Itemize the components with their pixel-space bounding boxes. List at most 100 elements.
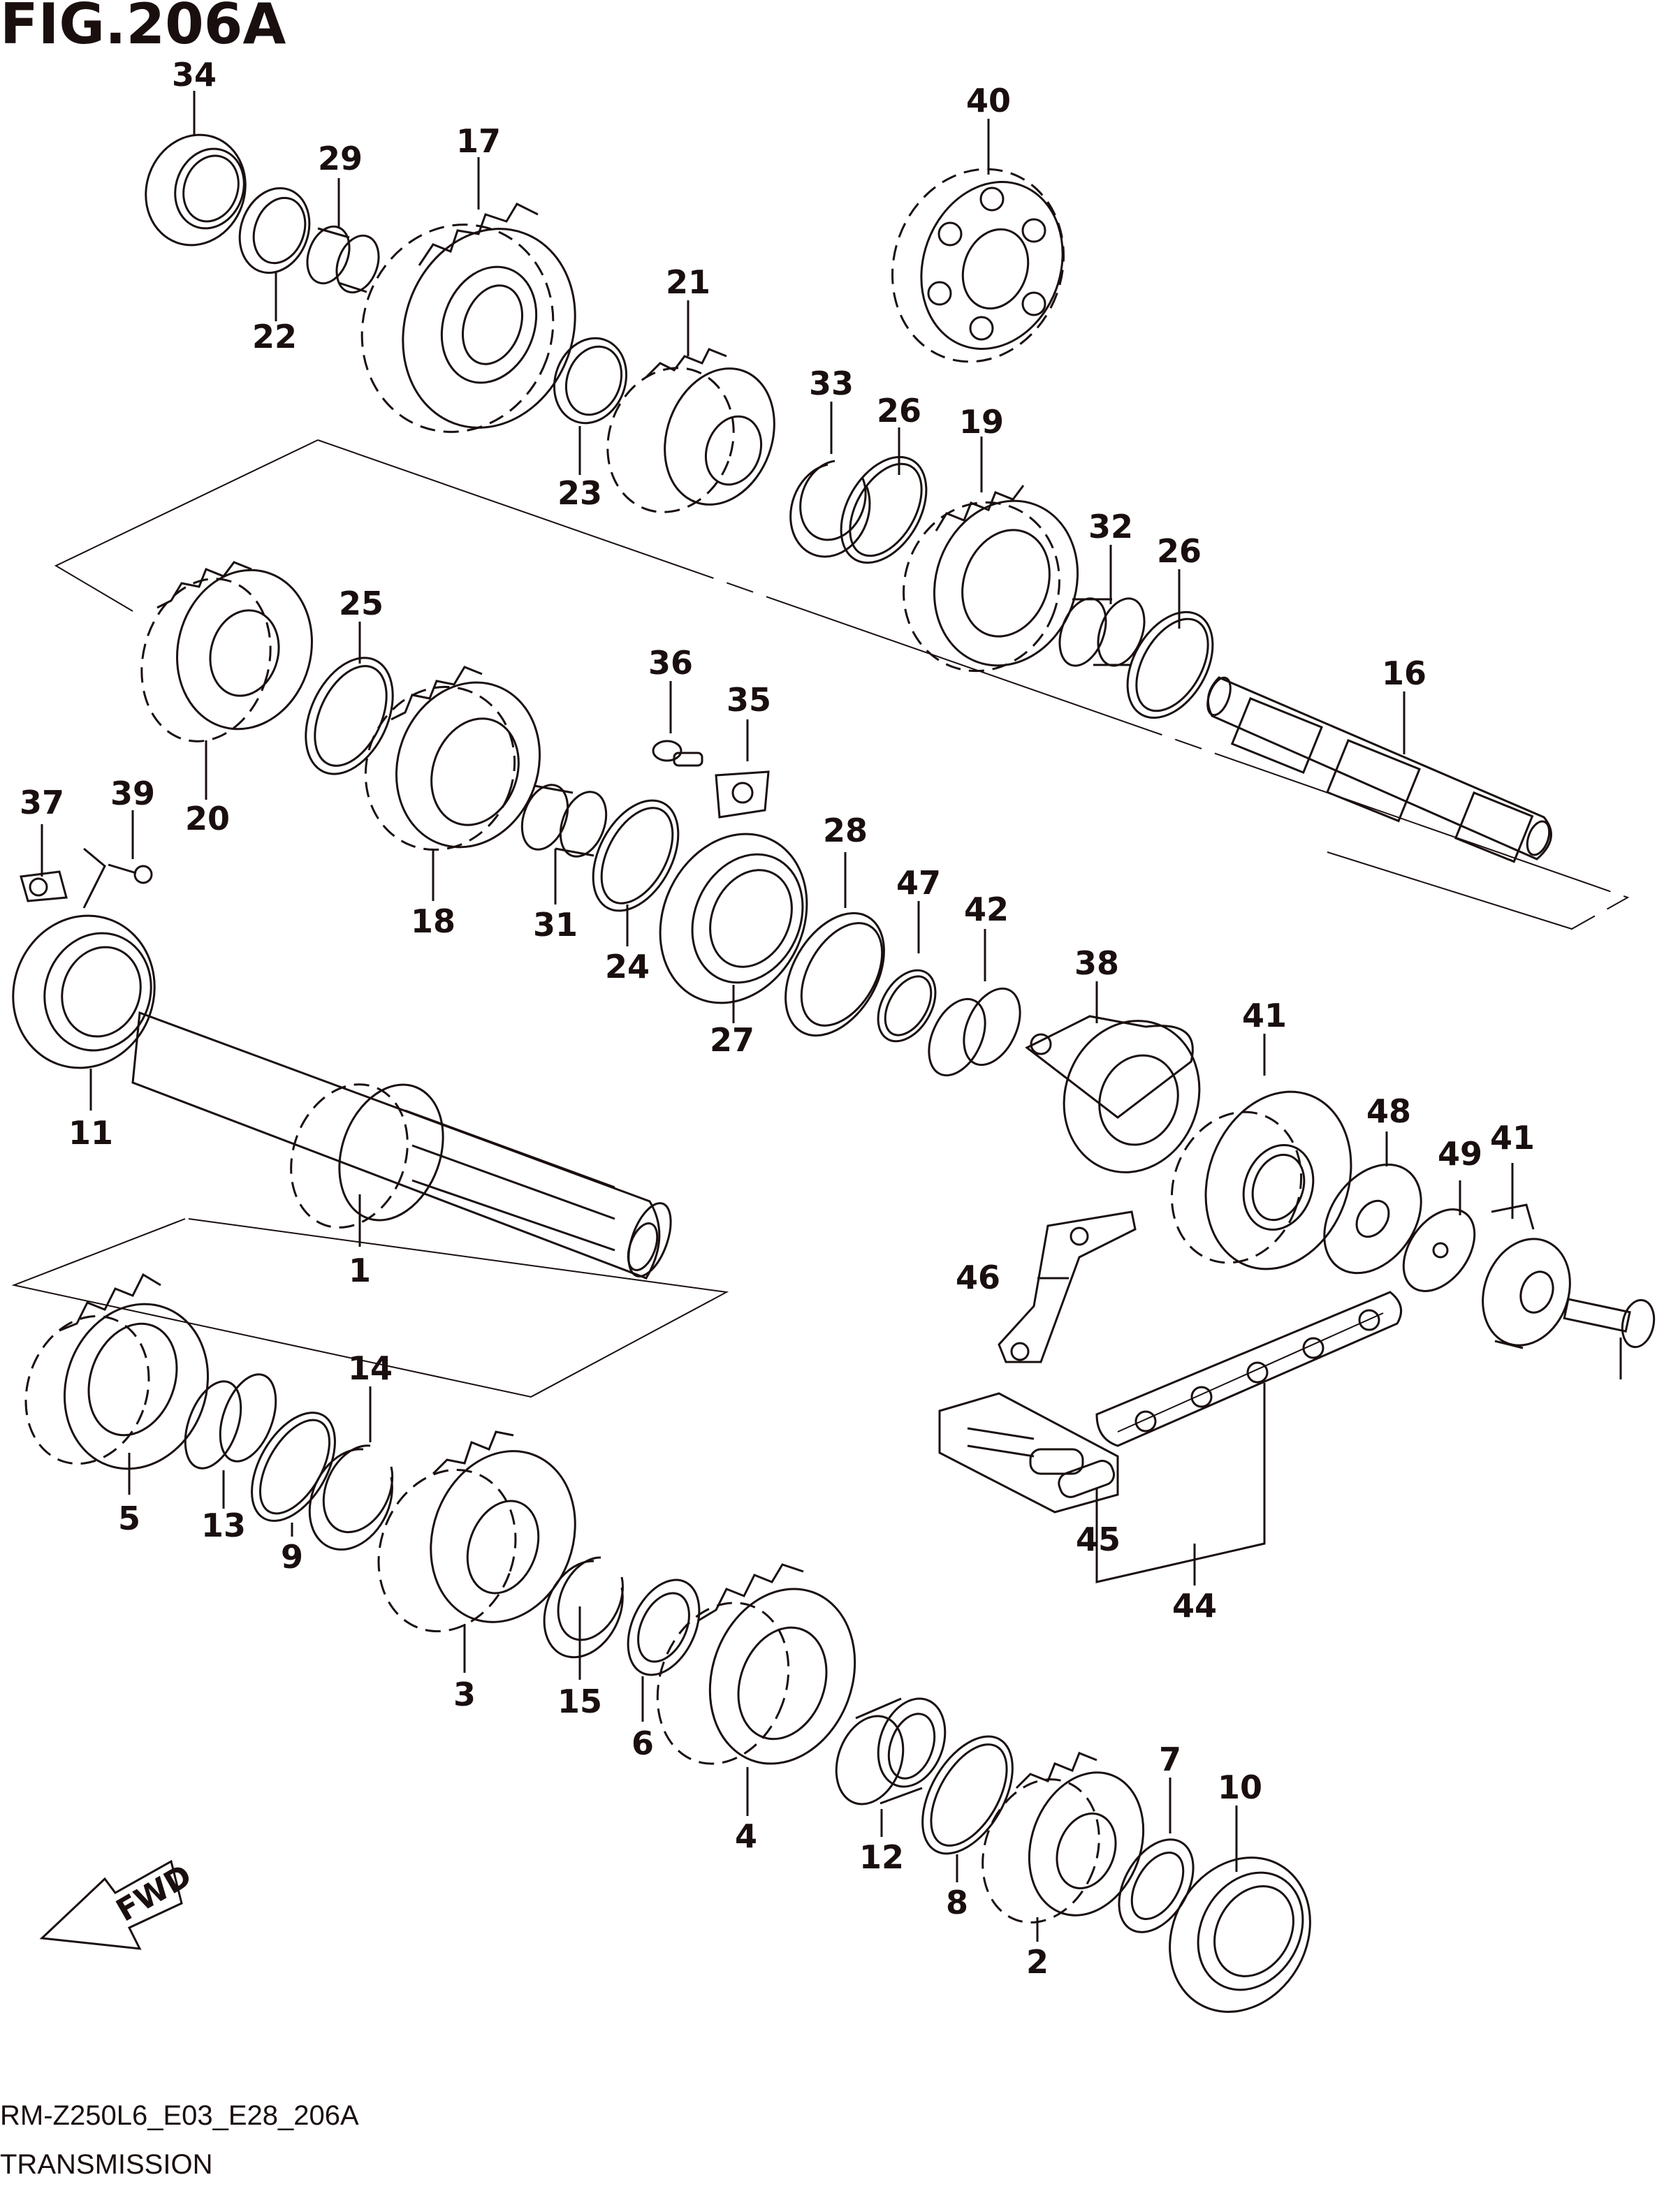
part-label-23: 23 <box>557 474 602 512</box>
part-label-29: 29 <box>318 140 363 177</box>
part-21-gear <box>606 348 775 513</box>
part-label-22: 22 <box>252 318 297 356</box>
driveshaft-group-outline <box>11 1218 729 1398</box>
part-label-15: 15 <box>557 1683 602 1720</box>
part-label-26-lower: 26 <box>1157 532 1202 570</box>
part-label-37: 38 <box>1074 944 1119 982</box>
part-48-washer <box>1402 1208 1476 1292</box>
part-labels: 34 22 29 17 23 21 33 26 40 19 32 26 16 2… <box>20 56 1535 1981</box>
part-13-bushing <box>184 1373 277 1470</box>
part-49-bolt <box>1563 1298 1656 1349</box>
part-label-46: 47 <box>896 864 941 902</box>
part-20-gear <box>140 561 313 742</box>
part-label-26-upper: 26 <box>877 392 921 430</box>
part-10-bearing <box>1169 1856 1311 2013</box>
part-41-sprocket <box>1170 1090 1352 1270</box>
leader-lines <box>41 91 1622 1942</box>
part-38-screw <box>108 863 153 884</box>
part-34-lock-plate <box>715 770 770 819</box>
part-label-32: 33 <box>809 365 854 402</box>
part-label-7: 7 <box>1159 1741 1181 1778</box>
part-label-30: 31 <box>533 906 578 944</box>
part-label-12: 12 <box>859 1838 904 1876</box>
part-label-19: 19 <box>959 403 1004 441</box>
part-label-25: 25 <box>339 585 384 622</box>
part-43-drive-chain <box>1095 1291 1403 1447</box>
part-label-8: 8 <box>946 1884 968 1921</box>
part-42-spacer <box>928 987 1021 1077</box>
part-label-21: 21 <box>666 263 710 301</box>
fwd-label: FWD <box>110 1858 198 1929</box>
part-45-chain-guide <box>998 1210 1137 1363</box>
part-label-18: 18 <box>411 902 455 940</box>
part-11-bearing <box>12 914 156 1069</box>
part-label-4: 4 <box>735 1817 757 1855</box>
part-3-gear <box>377 1430 576 1633</box>
part-label-31: 32 <box>1088 508 1133 545</box>
part-26-washer-lower <box>1126 610 1214 719</box>
part-label-48: 49 <box>1438 1135 1482 1173</box>
part-30-bushing <box>520 784 608 858</box>
part-16-countershaft <box>1206 676 1552 863</box>
part-label-6: 6 <box>632 1724 654 1762</box>
part-8-washer <box>921 1735 1014 1855</box>
part-label-24: 24 <box>605 948 650 986</box>
part-12-needle-bearing <box>835 1697 947 1806</box>
part-17-gear <box>360 203 576 433</box>
part-27-bearing <box>659 833 808 1004</box>
part-label-47: 48 <box>1366 1092 1411 1130</box>
part-label-33: 34 <box>172 56 217 94</box>
part-label-43: 44 <box>1172 1587 1217 1625</box>
part-6-washer <box>627 1579 701 1676</box>
part-32-circlip <box>789 460 871 558</box>
part-37-case <box>1025 1015 1201 1173</box>
part-label-45: 46 <box>956 1259 1000 1296</box>
part-19-gear <box>903 485 1079 673</box>
part-label-9: 9 <box>281 1538 303 1576</box>
part-label-10: 10 <box>1218 1768 1262 1806</box>
part-label-34: 35 <box>727 681 771 719</box>
part-44-chain-joint <box>938 1392 1119 1514</box>
part-18-gear <box>364 666 541 851</box>
part-label-2: 2 <box>1026 1943 1049 1981</box>
part-label-42: 42 <box>964 891 1009 928</box>
part-label-28: 28 <box>823 812 868 849</box>
part-40-lock-washer <box>1482 1203 1571 1349</box>
part-36-bracket <box>20 870 68 902</box>
part-label-20: 20 <box>185 800 230 837</box>
part-46-o-ring <box>877 969 937 1043</box>
part-label-3: 3 <box>453 1676 476 1713</box>
part-25-washer <box>305 657 394 775</box>
part-4-gear <box>656 1563 856 1765</box>
countershaft-group-outline <box>54 439 1630 930</box>
part-label-14: 14 <box>348 1349 393 1387</box>
part-label-35: 36 <box>648 644 693 682</box>
part-35-screw <box>652 740 703 767</box>
part-33-bearing <box>145 133 247 247</box>
part-31-bushing <box>1058 597 1146 667</box>
part-label-41: 41 <box>1242 997 1287 1034</box>
figure-code: RM-Z250L6_E03_E28_206A <box>0 2100 359 2131</box>
part-label-39: 40 <box>966 82 1011 119</box>
part-label-27: 27 <box>710 1021 754 1059</box>
figure-title: FIG.206A <box>0 0 286 57</box>
part-22-washer <box>238 186 311 274</box>
part-label-16: 16 <box>1382 654 1426 692</box>
part-2-gear <box>981 1752 1145 1924</box>
part-29-bushing <box>306 225 380 294</box>
part-5-gear <box>24 1273 210 1470</box>
part-14-circlip <box>308 1444 394 1551</box>
part-47-washer <box>1323 1163 1422 1275</box>
forward-direction-arrow-icon: FWD <box>39 1858 198 1950</box>
part-1-driveshaft <box>131 1011 672 1280</box>
part-28-oil-seal <box>784 911 885 1037</box>
part-label-1: 1 <box>349 1252 371 1289</box>
part-26-washer-upper <box>840 455 928 564</box>
part-label-36: 37 <box>20 784 64 821</box>
part-label-38: 39 <box>110 775 155 812</box>
part-label-5: 5 <box>118 1500 140 1537</box>
part-label-17: 17 <box>456 122 501 160</box>
part-39-gear <box>891 168 1065 363</box>
part-24-washer <box>592 799 680 912</box>
